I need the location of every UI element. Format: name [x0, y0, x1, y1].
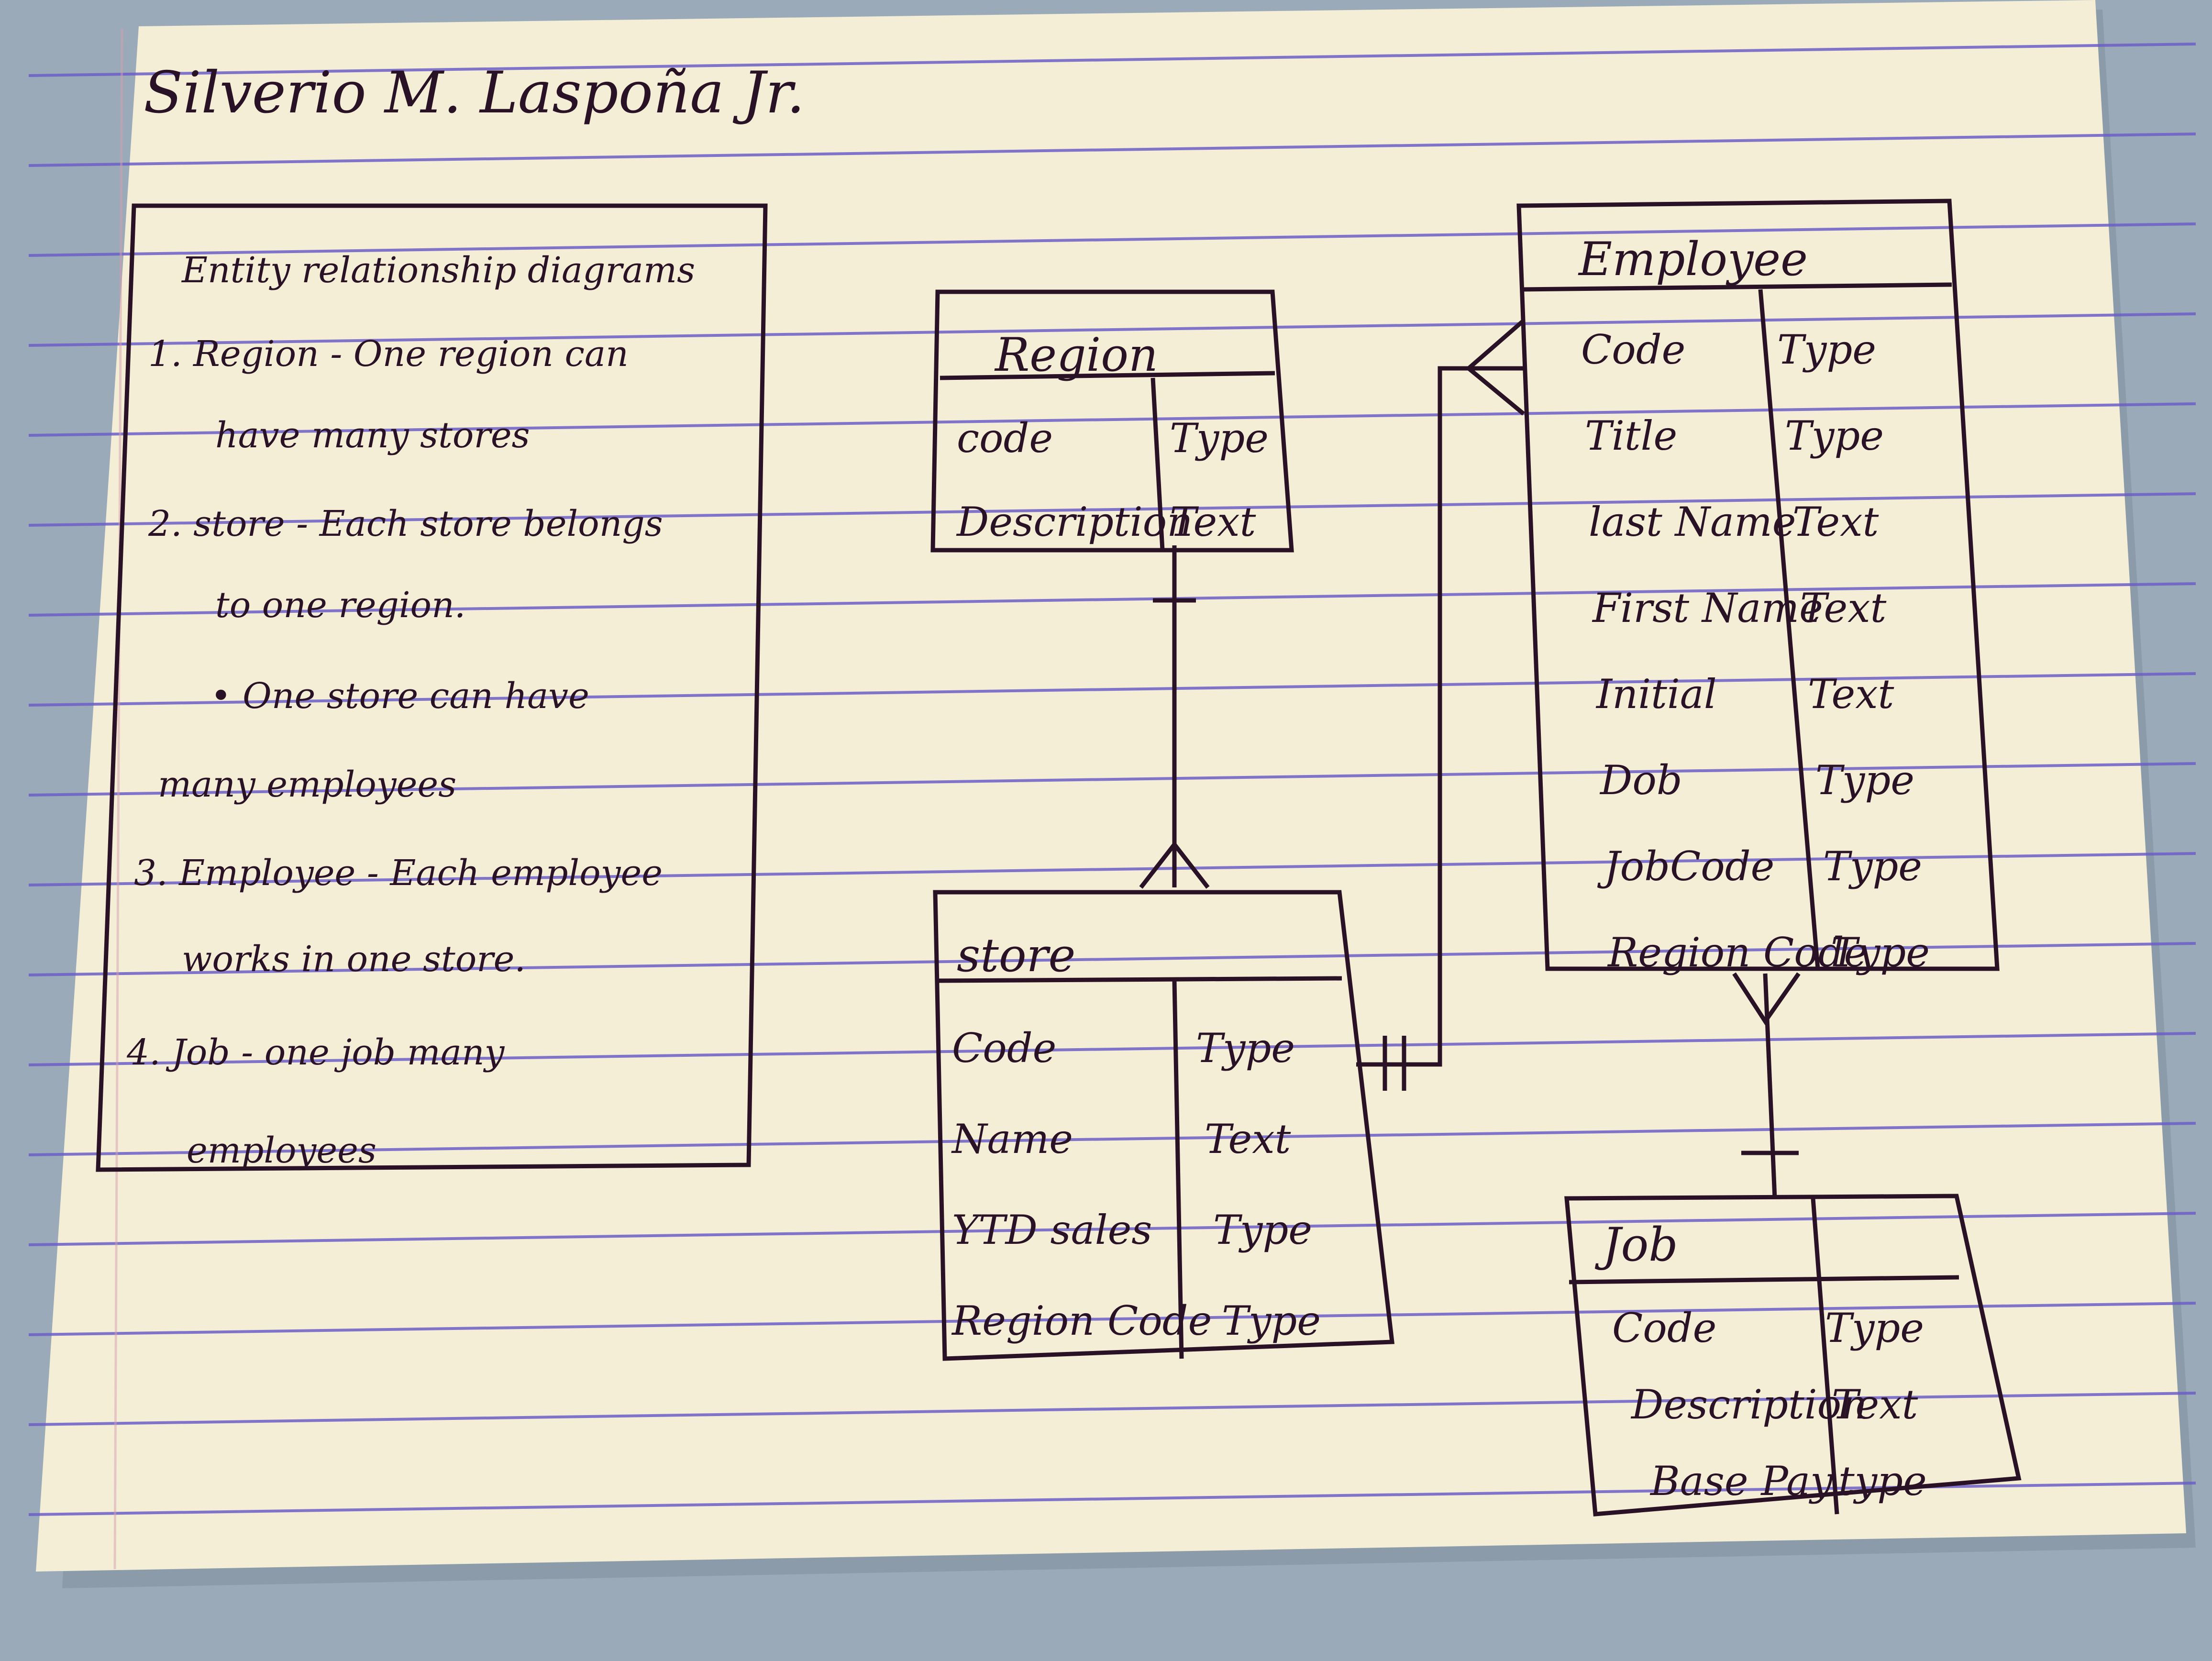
note-line: many employees	[158, 764, 456, 805]
rule-line	[28, 492, 2196, 527]
employee-field-type: Text	[1800, 585, 1887, 631]
rule-line	[28, 582, 2196, 617]
rule-line	[28, 1392, 2196, 1426]
store-entity	[933, 890, 1395, 1361]
notes-box	[96, 203, 768, 1172]
employee-field-type: Type	[1831, 929, 1930, 976]
store-field-type: Type	[1222, 1297, 1321, 1344]
store-title: store	[957, 929, 1075, 982]
rule-line	[28, 222, 2196, 257]
paper	[36, 0, 2186, 1572]
rule-line	[28, 402, 2196, 437]
job-field-type: Type	[1825, 1305, 1924, 1351]
employee-field-name: last Name	[1589, 498, 1796, 545]
rule-line	[28, 672, 2196, 707]
crowfoot-icon	[1732, 972, 1801, 1026]
employee-field-name: Region Code	[1607, 929, 1868, 976]
store-field-type: Type	[1213, 1207, 1312, 1253]
employee-field-type: Type	[1823, 843, 1922, 890]
store-field-name: YTD sales	[952, 1207, 1152, 1253]
rule-line	[28, 312, 2196, 347]
employee-field-name: First Name	[1592, 585, 1823, 631]
store-field-type: Text	[1205, 1116, 1291, 1163]
store-field-name: Name	[951, 1116, 1073, 1163]
job-field-name: Code	[1612, 1305, 1716, 1351]
region-field-type: Type	[1170, 415, 1269, 462]
note-line: employees	[187, 1130, 376, 1171]
employee-field-type: Type	[1815, 757, 1914, 804]
rule-line	[28, 852, 2196, 886]
note-line: to one region.	[215, 585, 465, 626]
job-title: Job	[1594, 1218, 1678, 1272]
margin-line	[113, 28, 123, 1570]
employee-field-type: Type	[1785, 412, 1884, 459]
rule-line	[28, 133, 2196, 167]
employee-field-type: Type	[1777, 326, 1876, 373]
rule-line	[28, 762, 2196, 797]
note-line: works in one store.	[182, 939, 526, 980]
relationships	[1139, 319, 1801, 1199]
notes-heading: Entity relationship diagrams	[181, 250, 695, 291]
employee-field-name: Initial	[1595, 671, 1717, 718]
crowfoot-icon	[1465, 319, 1525, 416]
rule-line	[28, 1122, 2196, 1156]
rule-line	[28, 43, 2196, 77]
store-employee-line	[1356, 366, 1524, 1067]
job-field-name: Description	[1630, 1381, 1867, 1428]
rule-line	[28, 1302, 2196, 1336]
region-entity	[930, 289, 1294, 553]
employee-field-type: Text	[1808, 671, 1894, 718]
employee-job-line	[1763, 973, 1777, 1199]
note-line: 1. Region - One region can	[148, 333, 629, 375]
region-title: Region	[994, 328, 1158, 382]
region-field-type: Text	[1170, 498, 1256, 545]
employee-entity	[1516, 199, 2000, 971]
note-line: 4. Job - one job many	[126, 1032, 505, 1073]
rule-line	[28, 942, 2196, 976]
note-line: • One store can have	[210, 675, 589, 717]
job-field-type: Text	[1832, 1381, 1918, 1428]
job-field-type: type	[1838, 1458, 1927, 1505]
author-name: Silverio M. Laspoña Jr.	[144, 60, 805, 126]
rule-line	[28, 1032, 2196, 1066]
ruled-lines	[28, 43, 2196, 1516]
employee-field-name: Dob	[1599, 757, 1682, 804]
employee-field-name: JobCode	[1597, 843, 1774, 890]
region-field-name: code	[957, 415, 1053, 462]
region-field-name: Description	[956, 498, 1193, 545]
note-line: 3. Employee - Each employee	[134, 853, 663, 894]
job-entity	[1564, 1194, 2022, 1517]
crowfoot-icon	[1139, 841, 1210, 889]
employee-field-type: Text	[1792, 498, 1879, 545]
store-field-type: Type	[1196, 1025, 1295, 1072]
store-field-name: Region Code	[951, 1297, 1212, 1344]
employee-field-name: Title	[1585, 412, 1677, 459]
note-line: 2. store - Each store belongs	[148, 503, 663, 544]
job-field-name: Base Pay	[1649, 1458, 1834, 1505]
employee-title: Employee	[1578, 233, 1808, 286]
rule-line	[28, 1212, 2196, 1246]
note-line: have many stores	[215, 415, 530, 456]
store-field-name: Code	[952, 1025, 1056, 1072]
employee-field-name: Code	[1581, 326, 1685, 373]
